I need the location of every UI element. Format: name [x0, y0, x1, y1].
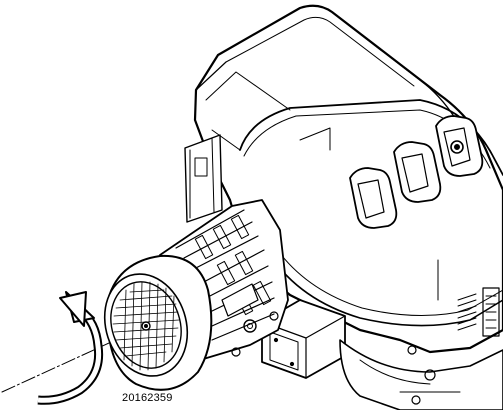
- fan-grille: [110, 281, 182, 371]
- reset-knob-icon: [450, 140, 464, 154]
- control-button-right: [435, 115, 484, 177]
- figure-reference-number: 20162359: [122, 392, 173, 404]
- control-buttons: [349, 115, 484, 229]
- motor-fan-cover: [103, 254, 213, 391]
- control-button-left: [349, 167, 398, 229]
- motor-rating-plate: [221, 283, 259, 317]
- rotation-direction-arrow-icon: [37, 291, 104, 405]
- control-button-middle: [393, 141, 442, 203]
- fan-housing: [339, 287, 503, 410]
